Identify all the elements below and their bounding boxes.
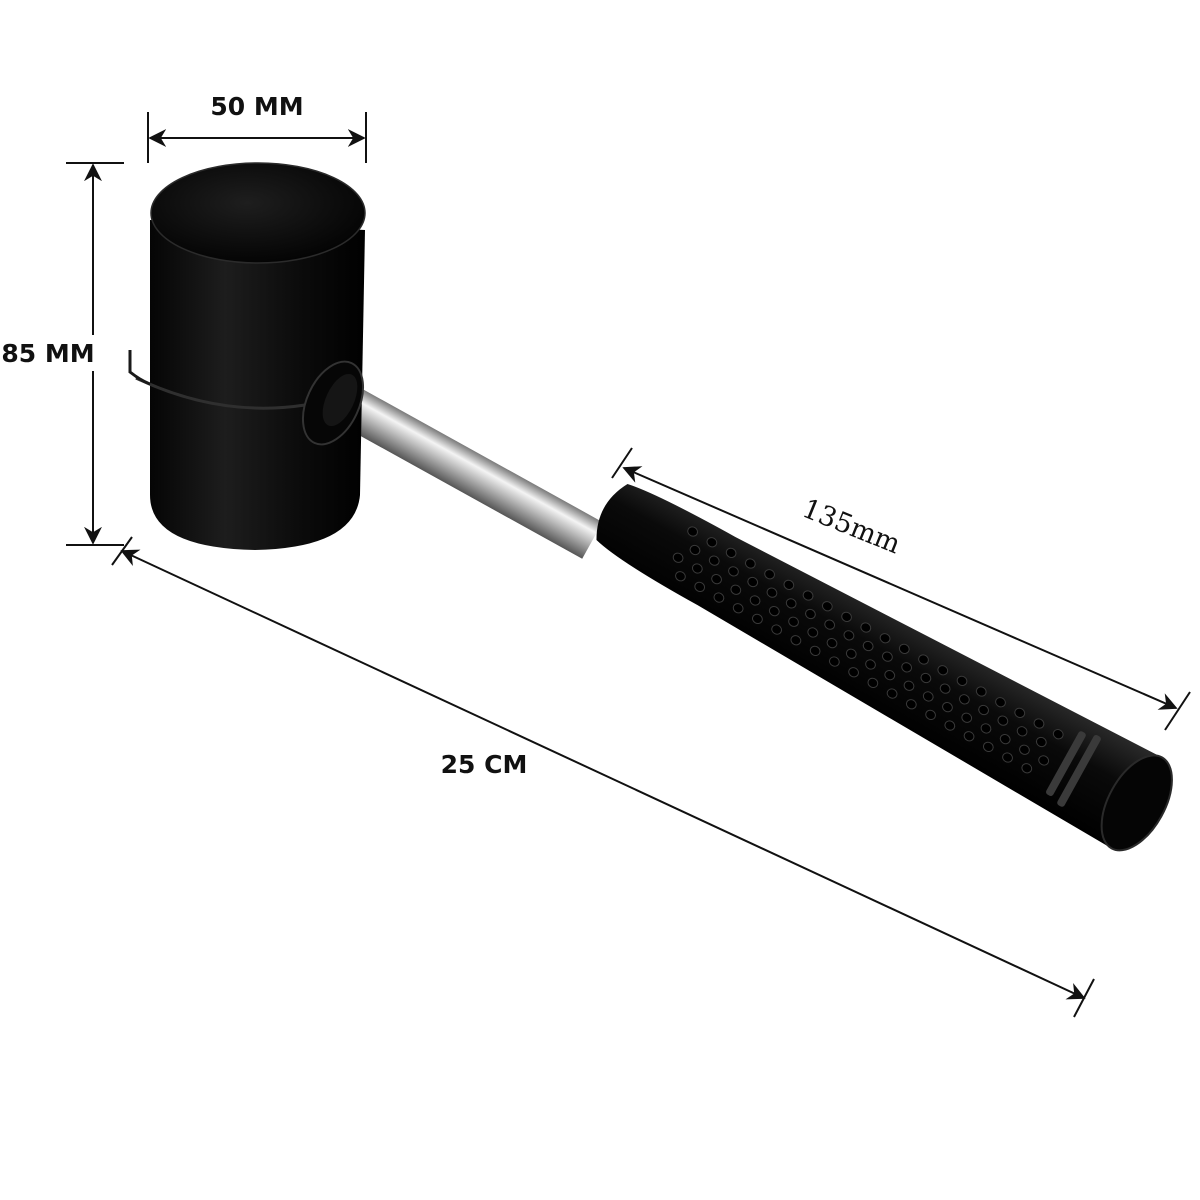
mallet-head: [128, 162, 366, 550]
total-length-label: 25 CM: [441, 750, 528, 779]
head-width-label: 50 MM: [210, 92, 303, 121]
dimension-head-width: 50 MM: [147, 92, 367, 163]
mallet: [128, 162, 1173, 852]
mallet-head-top: [151, 163, 365, 263]
grip-end-cap: [1100, 754, 1173, 852]
head-height-label: 85 MM: [1, 339, 94, 368]
dimension-head-height: 85 MM: [0, 162, 124, 546]
dimension-total-length: 25 CM: [111, 536, 1095, 1018]
steel-shaft: [319, 376, 603, 559]
head-seam: [135, 376, 306, 410]
